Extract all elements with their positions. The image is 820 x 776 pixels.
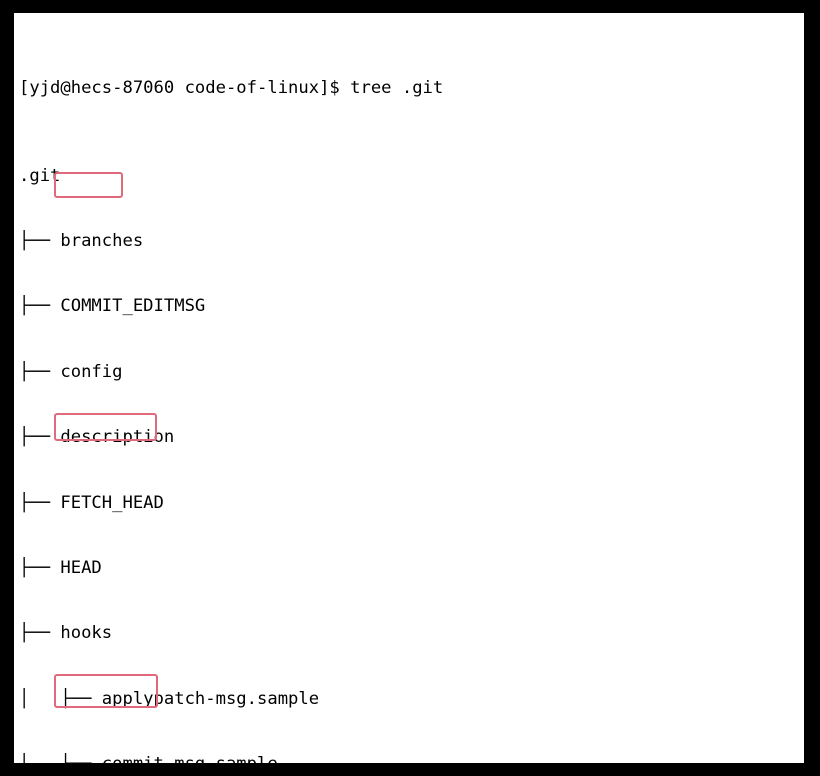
tree-line-description: ├── description bbox=[14, 427, 536, 449]
tree-line-config: ├── config bbox=[14, 362, 536, 384]
prompt-line: [yjd@hecs-87060 code-of-linux]$ tree .gi… bbox=[14, 78, 536, 100]
tree-line-root: .git bbox=[14, 166, 536, 188]
tree-entry-label: ├── COMMIT_EDITMSG bbox=[19, 296, 206, 317]
terminal-output: [yjd@hecs-87060 code-of-linux]$ tree .gi… bbox=[14, 13, 536, 763]
tree-entry-label: .git bbox=[19, 165, 61, 186]
prompt-text: [yjd@hecs-87060 code-of-linux]$ tree .gi… bbox=[19, 78, 444, 99]
terminal-window[interactable]: [yjd@hecs-87060 code-of-linux]$ tree .gi… bbox=[14, 13, 804, 763]
tree-entry-label: ├── hooks bbox=[19, 623, 113, 644]
tree-entry-label: │ ├── commit-msg.sample bbox=[19, 754, 278, 763]
tree-line-commit-msg-sample: │ ├── commit-msg.sample bbox=[14, 754, 536, 763]
tree-line-commit-editmsg: ├── COMMIT_EDITMSG bbox=[14, 296, 536, 318]
tree-line-head: ├── HEAD bbox=[14, 558, 536, 580]
tree-entry-label: ├── branches bbox=[19, 230, 144, 251]
tree-line-fetch-head: ├── FETCH_HEAD bbox=[14, 493, 536, 515]
tree-line-hooks: ├── hooks bbox=[14, 623, 536, 645]
tree-entry-label: ├── config bbox=[19, 361, 123, 382]
tree-line-branches: ├── branches bbox=[14, 231, 536, 253]
tree-entry-label: ├── HEAD bbox=[19, 557, 102, 578]
tree-entry-label: │ ├── applypatch-msg.sample bbox=[19, 688, 320, 709]
tree-entry-label: ├── FETCH_HEAD bbox=[19, 492, 164, 513]
tree-line-applypatch-msg-sample: │ ├── applypatch-msg.sample bbox=[14, 689, 536, 711]
tree-entry-label: ├── description bbox=[19, 427, 175, 448]
